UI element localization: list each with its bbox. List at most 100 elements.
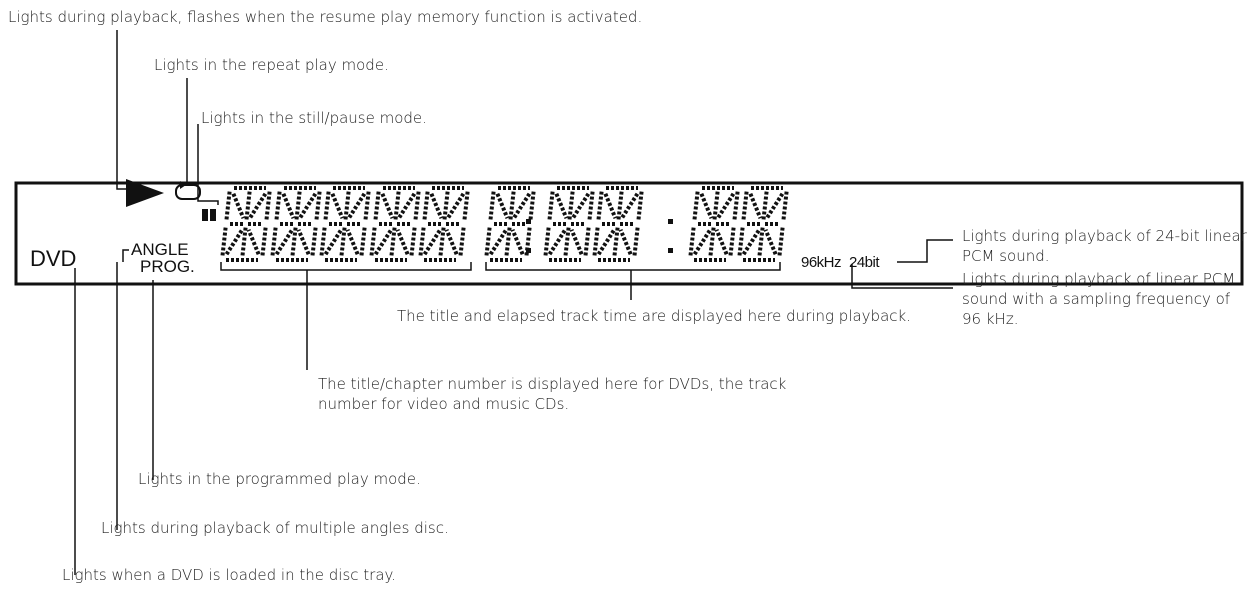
segment	[260, 227, 268, 257]
segment	[618, 229, 633, 255]
pause-icon	[202, 209, 216, 221]
segment	[462, 191, 470, 221]
segment	[495, 193, 510, 219]
segment	[763, 229, 778, 255]
segment	[409, 227, 417, 257]
segment	[728, 227, 736, 257]
segment	[543, 227, 551, 257]
dvd-indicator: DVD	[30, 246, 77, 271]
segment	[444, 229, 459, 255]
segment-digit	[688, 186, 740, 262]
segment	[732, 191, 740, 221]
segment	[488, 191, 496, 221]
segment	[274, 228, 294, 256]
segment	[547, 191, 555, 221]
segment	[246, 229, 261, 255]
segment	[510, 229, 525, 255]
segment	[298, 192, 318, 220]
segment	[413, 191, 421, 221]
segment-digit	[592, 186, 644, 262]
play-callout: Lights during playback, flashes when the…	[8, 8, 643, 26]
segment-digit	[737, 186, 789, 262]
track-number-bracket	[220, 262, 472, 271]
angle-indicator: ANGLE	[131, 240, 189, 259]
segment	[270, 227, 278, 257]
bit-indicator: 24bit	[849, 254, 880, 271]
segment	[373, 228, 393, 256]
segment	[422, 191, 430, 221]
segment-digit	[369, 186, 421, 262]
segment	[369, 227, 377, 257]
segment	[547, 228, 567, 256]
segment	[554, 193, 569, 219]
khz96-callout: Lights during playback of linear PCM sou…	[962, 270, 1236, 328]
segment	[323, 191, 331, 221]
time-bracket	[485, 262, 781, 271]
segment	[224, 191, 232, 221]
time-separators	[526, 219, 673, 253]
segment	[583, 227, 591, 257]
segment	[395, 229, 410, 255]
khz-indicator: 96kHz	[801, 254, 842, 271]
segment-digit	[319, 186, 371, 262]
segment-digit	[270, 186, 322, 262]
segment	[716, 192, 736, 220]
segment	[281, 193, 296, 219]
segment	[323, 228, 343, 256]
segment	[310, 227, 318, 257]
segment	[737, 227, 745, 257]
bit24-callout: Lights during playback of 24-bit linear …	[962, 227, 1247, 265]
segment	[569, 229, 584, 255]
display-panel-frame	[14, 181, 1244, 286]
segment	[571, 192, 591, 220]
segment	[296, 229, 311, 255]
segment	[692, 228, 712, 256]
dvd-callout: Lights when a DVD is loaded in the disc …	[62, 566, 397, 584]
segment	[274, 191, 282, 221]
segment	[777, 227, 785, 257]
segment	[781, 191, 789, 221]
segment	[748, 193, 763, 219]
segment	[488, 228, 508, 256]
segment	[587, 191, 595, 221]
segment	[688, 227, 696, 257]
segment	[603, 193, 618, 219]
segment-digits	[220, 186, 789, 262]
segment-digit	[484, 186, 536, 262]
angle-bracket	[122, 249, 129, 262]
segment	[484, 227, 492, 257]
segment	[592, 227, 600, 257]
time-callout: The title and elapsed track time are dis…	[397, 307, 911, 325]
track-callout: The title/chapter number is displayed he…	[318, 375, 787, 413]
segment	[363, 191, 371, 221]
segment	[596, 191, 604, 221]
angle-callout: Lights during playback of multiple angle…	[101, 519, 449, 537]
segment	[765, 192, 785, 220]
segment	[458, 227, 466, 257]
segment	[373, 191, 381, 221]
segment	[248, 192, 268, 220]
segment	[429, 193, 444, 219]
segment	[741, 228, 761, 256]
play-icon	[126, 179, 164, 207]
segment	[314, 191, 322, 221]
segment	[224, 228, 244, 256]
segment-digit	[418, 186, 470, 262]
segment-digit	[543, 186, 595, 262]
segment	[741, 191, 749, 221]
segment	[319, 227, 327, 257]
segment	[699, 193, 714, 219]
segment	[345, 229, 360, 255]
segment	[220, 227, 228, 257]
leader-lines	[74, 30, 953, 575]
repeat-icon	[175, 181, 201, 200]
segment	[418, 227, 426, 257]
segment	[692, 191, 700, 221]
segment	[620, 192, 640, 220]
segment	[596, 228, 616, 256]
segment	[446, 192, 466, 220]
prog-callout: Lights in the programmed play mode.	[138, 470, 421, 488]
segment-digit	[220, 186, 272, 262]
segment	[397, 192, 417, 220]
